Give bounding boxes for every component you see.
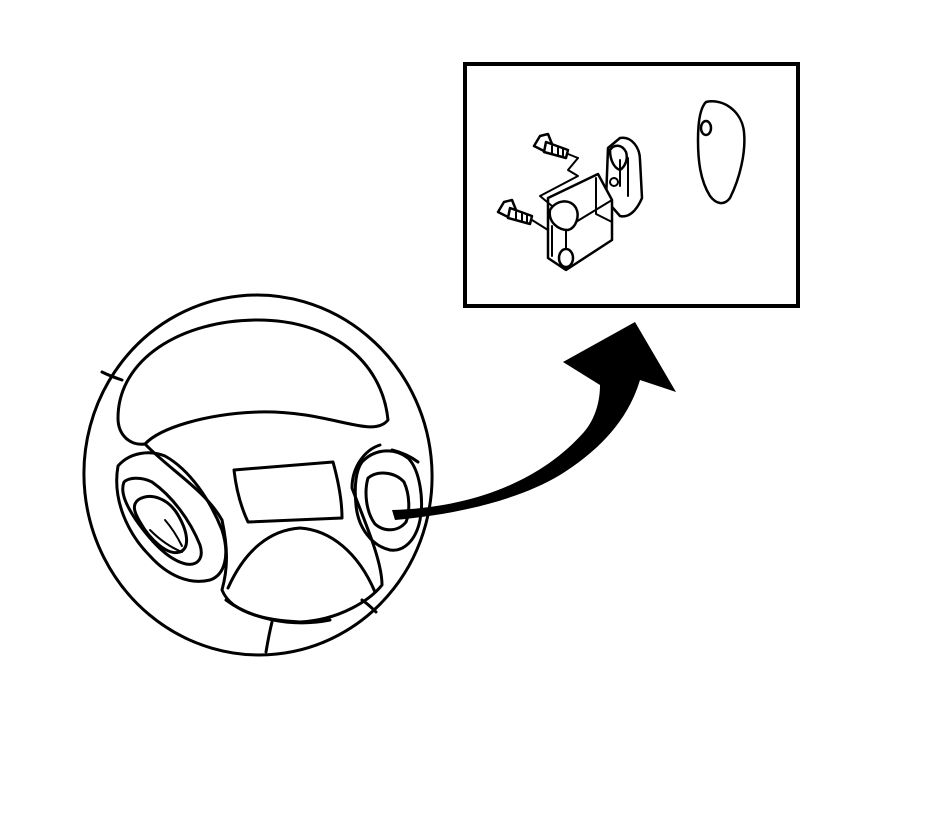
left-switch-detail	[149, 529, 183, 553]
rim-seam-bottom	[264, 620, 274, 654]
left-switch-pod	[115, 451, 228, 583]
detail-inset	[463, 62, 800, 308]
wheel-outer-rim	[82, 293, 434, 657]
wheel-lower-spoke	[226, 526, 377, 594]
screw-alignment-line	[539, 157, 579, 207]
right-switch-button	[364, 471, 411, 532]
rim-seam-left	[100, 370, 124, 382]
right-switch-pod	[353, 449, 423, 552]
steering-wheel-icon	[82, 293, 434, 657]
screw-icon	[496, 198, 549, 231]
left-switch-pod-inner	[121, 476, 203, 566]
switch-cap-icon	[696, 100, 746, 205]
wheel-hub	[143, 442, 384, 624]
left-switch-detail-2	[164, 519, 183, 547]
airbag-badge	[232, 460, 344, 524]
left-switch-pad	[132, 495, 188, 555]
wheel-upper-opening	[116, 318, 390, 446]
switch-module-icon	[546, 136, 644, 272]
callout-arrow-icon	[392, 322, 676, 520]
wheel-lower-spoke-inner	[224, 598, 332, 625]
screw-icon	[532, 132, 579, 160]
